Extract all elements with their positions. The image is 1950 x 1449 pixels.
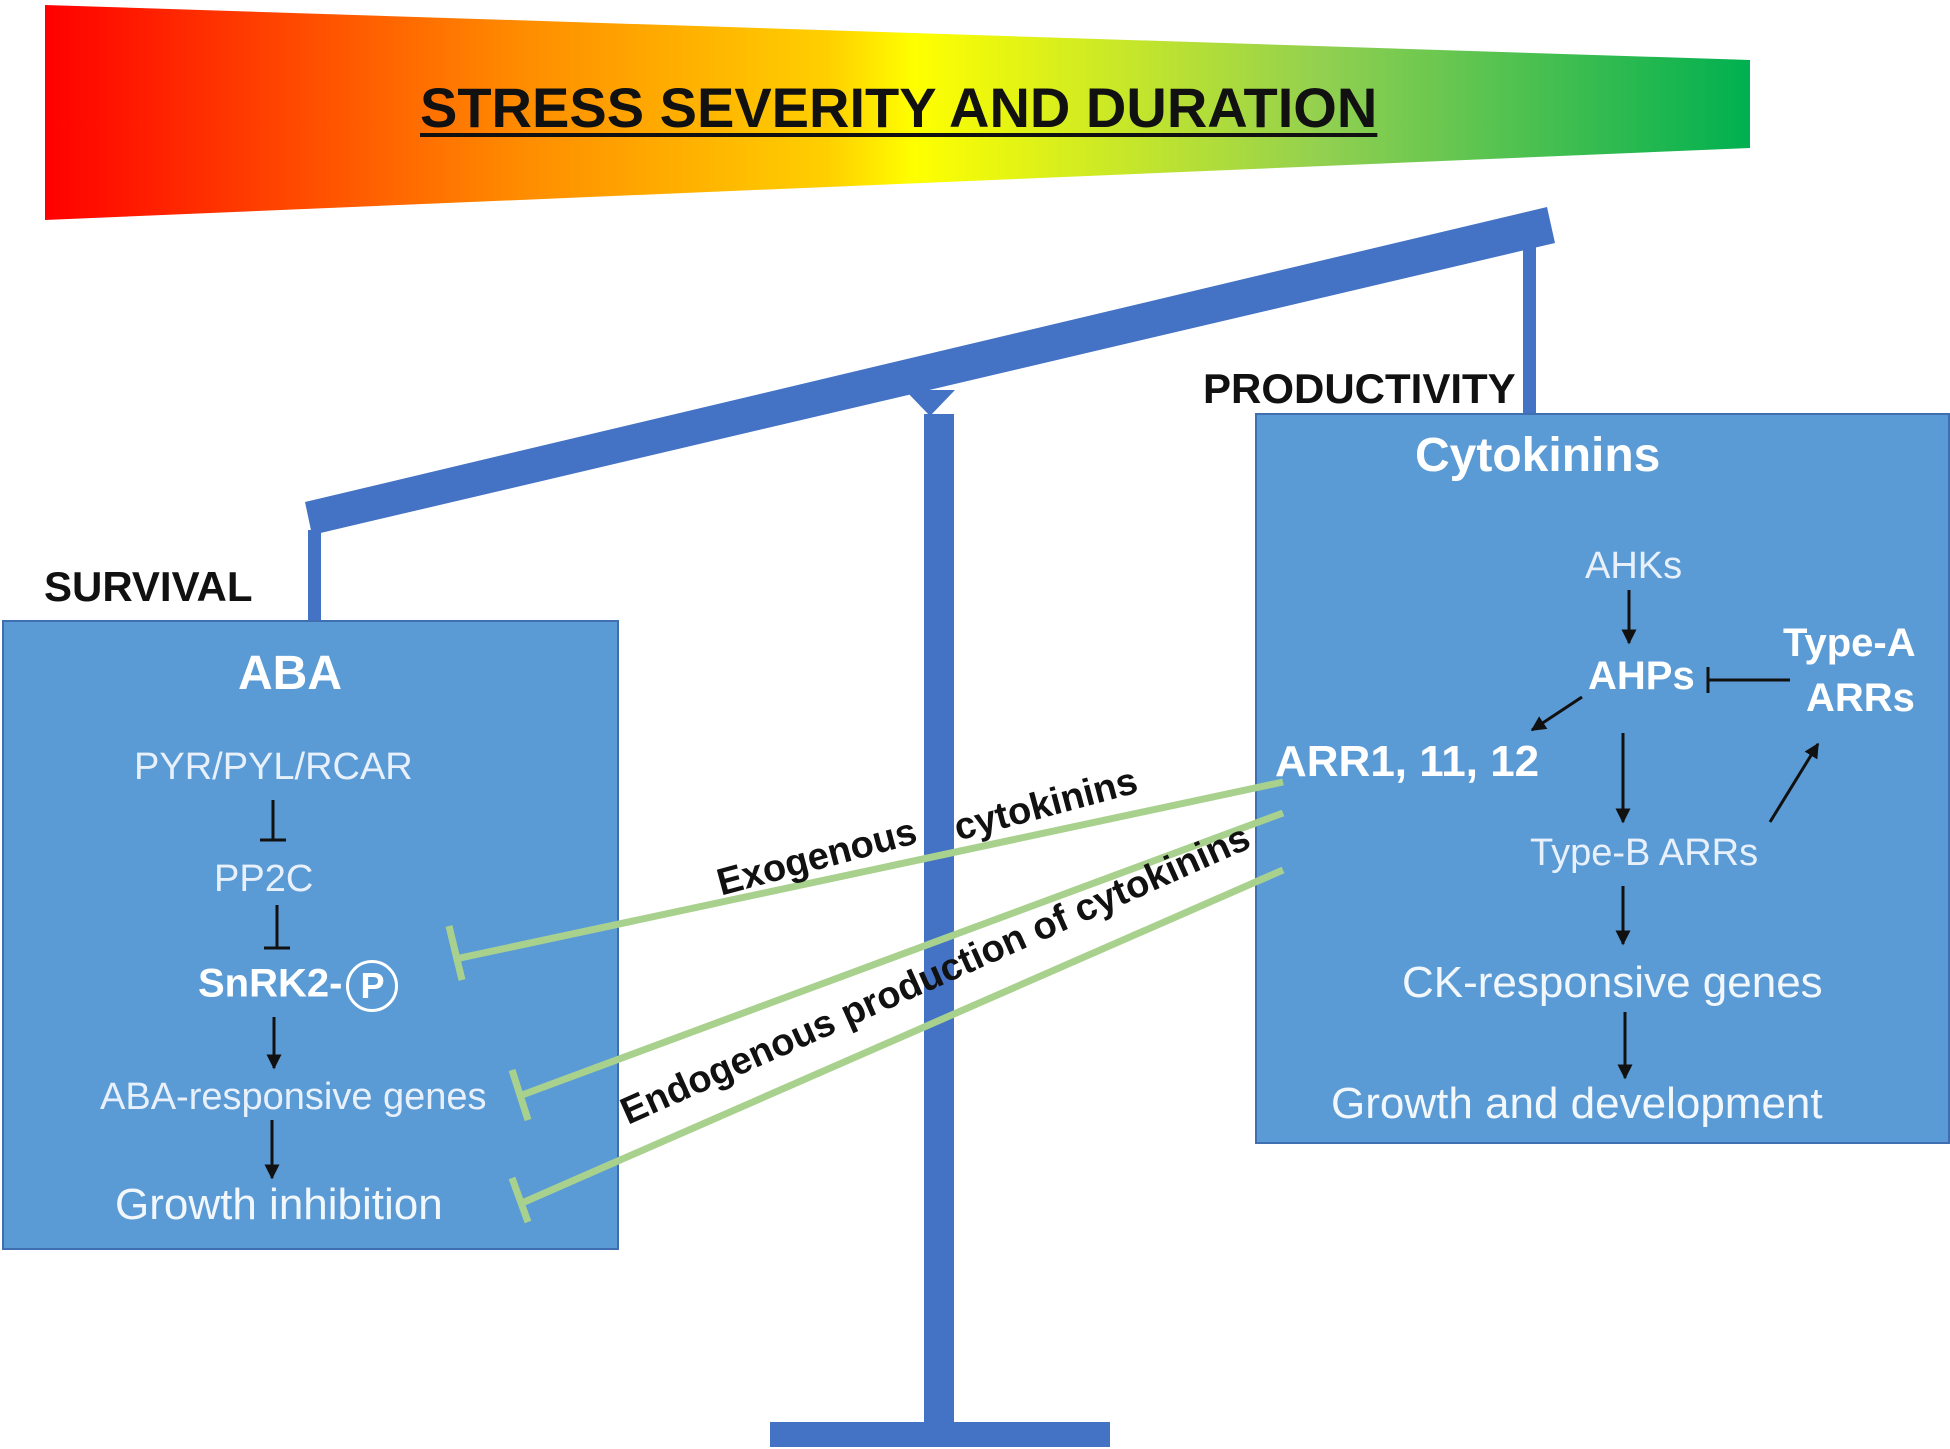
scale-pivot [905, 390, 955, 416]
scale-post [924, 414, 954, 1424]
aba-genes-label: ABA-responsive genes [100, 1076, 487, 1118]
stress-gradient-bar [45, 5, 1750, 220]
arr-label: ARR1, 11, 12 [1275, 737, 1540, 786]
snrk2-label: SnRK2-P [198, 960, 399, 1012]
survival-label: SURVIVAL [44, 563, 253, 610]
phosphate-circle-icon: P [346, 960, 399, 1012]
pp2c-label: PP2C [214, 858, 314, 900]
type-a-label-line1: Type-A [1783, 621, 1916, 665]
ahks-label: AHKs [1585, 545, 1683, 587]
ahps-label: AHPs [1588, 654, 1695, 698]
aba-pathway-box [2, 620, 619, 1250]
growth-development-label: Growth and development [1331, 1079, 1823, 1128]
ck-genes-label: CK-responsive genes [1402, 958, 1823, 1007]
scale-left-hanger [308, 530, 321, 625]
scale-base [770, 1422, 1110, 1447]
cytokinins-heading: Cytokinins [1415, 429, 1661, 482]
scale-right-hanger [1523, 243, 1536, 418]
scale-beam [305, 207, 1555, 535]
cytokinin-pathway-box [1255, 413, 1950, 1144]
stress-severity-title: STRESS SEVERITY AND DURATION [420, 76, 1378, 139]
balance-scale [305, 207, 1555, 1447]
type-a-label-line2: ARRs [1806, 676, 1915, 720]
type-b-label: Type-B ARRs [1530, 832, 1759, 874]
aba-heading: ABA [238, 647, 342, 700]
productivity-label: PRODUCTIVITY [1203, 365, 1516, 412]
growth-inhibition-label: Growth inhibition [115, 1180, 443, 1229]
receptor-label: PYR/PYL/RCAR [134, 746, 413, 788]
snrk2-text: SnRK2- [198, 961, 343, 1006]
